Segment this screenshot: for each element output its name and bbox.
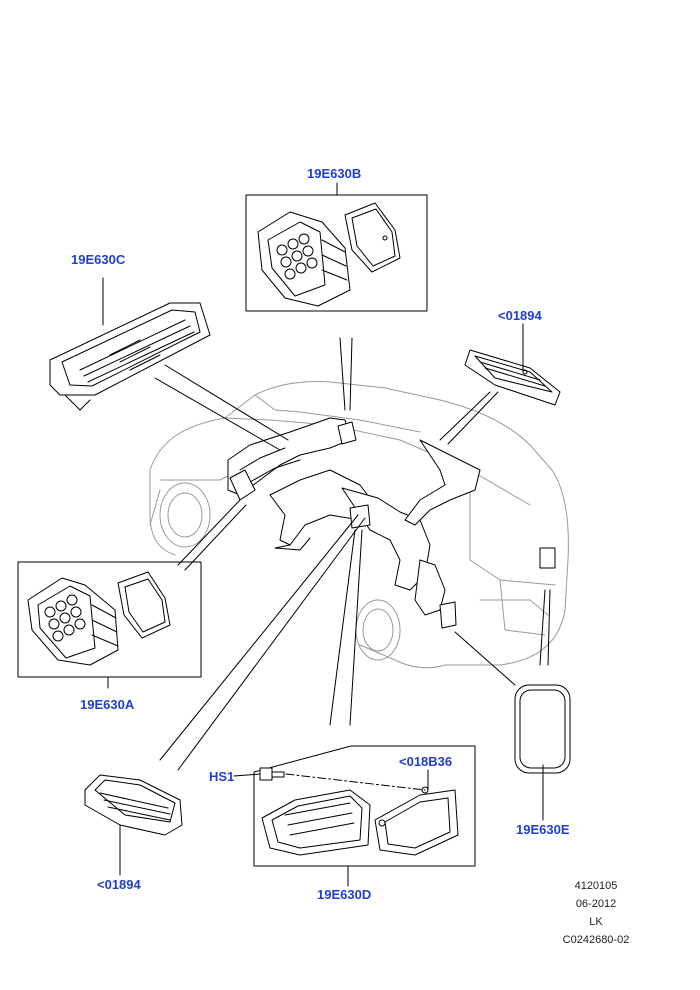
callout-19e630d[interactable]: 19E630D <box>317 887 372 902</box>
part-19e630a-cover <box>117 571 171 639</box>
part-19e630d-vent <box>261 789 371 856</box>
callout-018b36[interactable]: <018B36 <box>399 754 453 769</box>
leader-lines <box>102 182 551 887</box>
part-19e630b-cover <box>344 202 401 273</box>
callout-19e630c[interactable]: 19E630C <box>71 252 126 267</box>
box-19e630d <box>253 745 476 867</box>
part-19e630b-vent <box>257 211 351 307</box>
duct-assembly <box>227 417 556 629</box>
callout-hs1[interactable]: HS1 <box>209 769 235 784</box>
callout-19e630b[interactable]: 19E630B <box>307 166 362 181</box>
callout-19e630a[interactable]: 19E630A <box>80 697 135 712</box>
part-19e630e <box>514 684 571 774</box>
footer-ref: C0242680-02 <box>562 934 630 946</box>
footer-initials: LK <box>589 916 603 928</box>
part-19e630c-vent <box>49 302 211 411</box>
footer-code: 4120105 <box>574 880 618 892</box>
callout-19e630e[interactable]: 19E630E <box>516 822 570 837</box>
box-19e630a <box>17 561 202 678</box>
part-hs1-screw <box>259 767 285 781</box>
callout-01894-bottom[interactable]: <01894 <box>97 877 141 892</box>
callout-01894-top[interactable]: <01894 <box>498 308 542 323</box>
part-19e630d-bezel <box>374 786 459 856</box>
part-01894-top <box>464 349 561 406</box>
part-19e630a-vent <box>27 577 119 666</box>
vehicle-outline <box>149 381 569 669</box>
part-01894-bottom <box>84 774 183 836</box>
footer-date: 06-2012 <box>575 898 617 910</box>
